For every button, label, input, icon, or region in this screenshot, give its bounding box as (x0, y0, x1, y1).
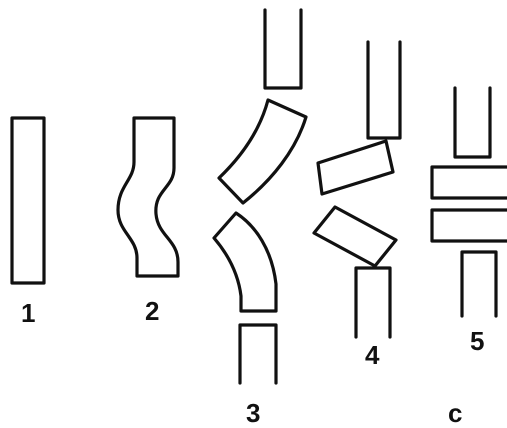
shape-4-lower-bar (354, 266, 392, 339)
shape-3-lower-bar (238, 323, 278, 385)
shape-2-bent-bar (116, 116, 180, 278)
shape-3-curved-blocks (212, 8, 308, 385)
label-2: 2 (145, 296, 160, 326)
shape-3-upper-bar (263, 8, 303, 90)
shape-5-upper-bar (453, 86, 492, 159)
shape-1-straight-bar (10, 116, 46, 285)
shape-5-lower-bar (460, 250, 498, 318)
shape-4-upper-block (316, 139, 395, 196)
shape-5-plates (430, 86, 507, 318)
label-3: 3 (246, 398, 261, 428)
shape-4-tilted-blocks (312, 40, 402, 339)
panel-label-c: c (448, 398, 463, 428)
shape-3-lower-block (212, 211, 278, 313)
label-1: 1 (21, 298, 36, 328)
shape-4-lower-block (312, 205, 398, 268)
shape-5-lower-plate (430, 208, 507, 243)
label-4: 4 (365, 340, 380, 370)
shape-4-upper-bar (366, 40, 402, 140)
shape-3-upper-block (217, 98, 308, 205)
shape-5-upper-plate (430, 165, 507, 200)
label-5: 5 (470, 326, 485, 356)
